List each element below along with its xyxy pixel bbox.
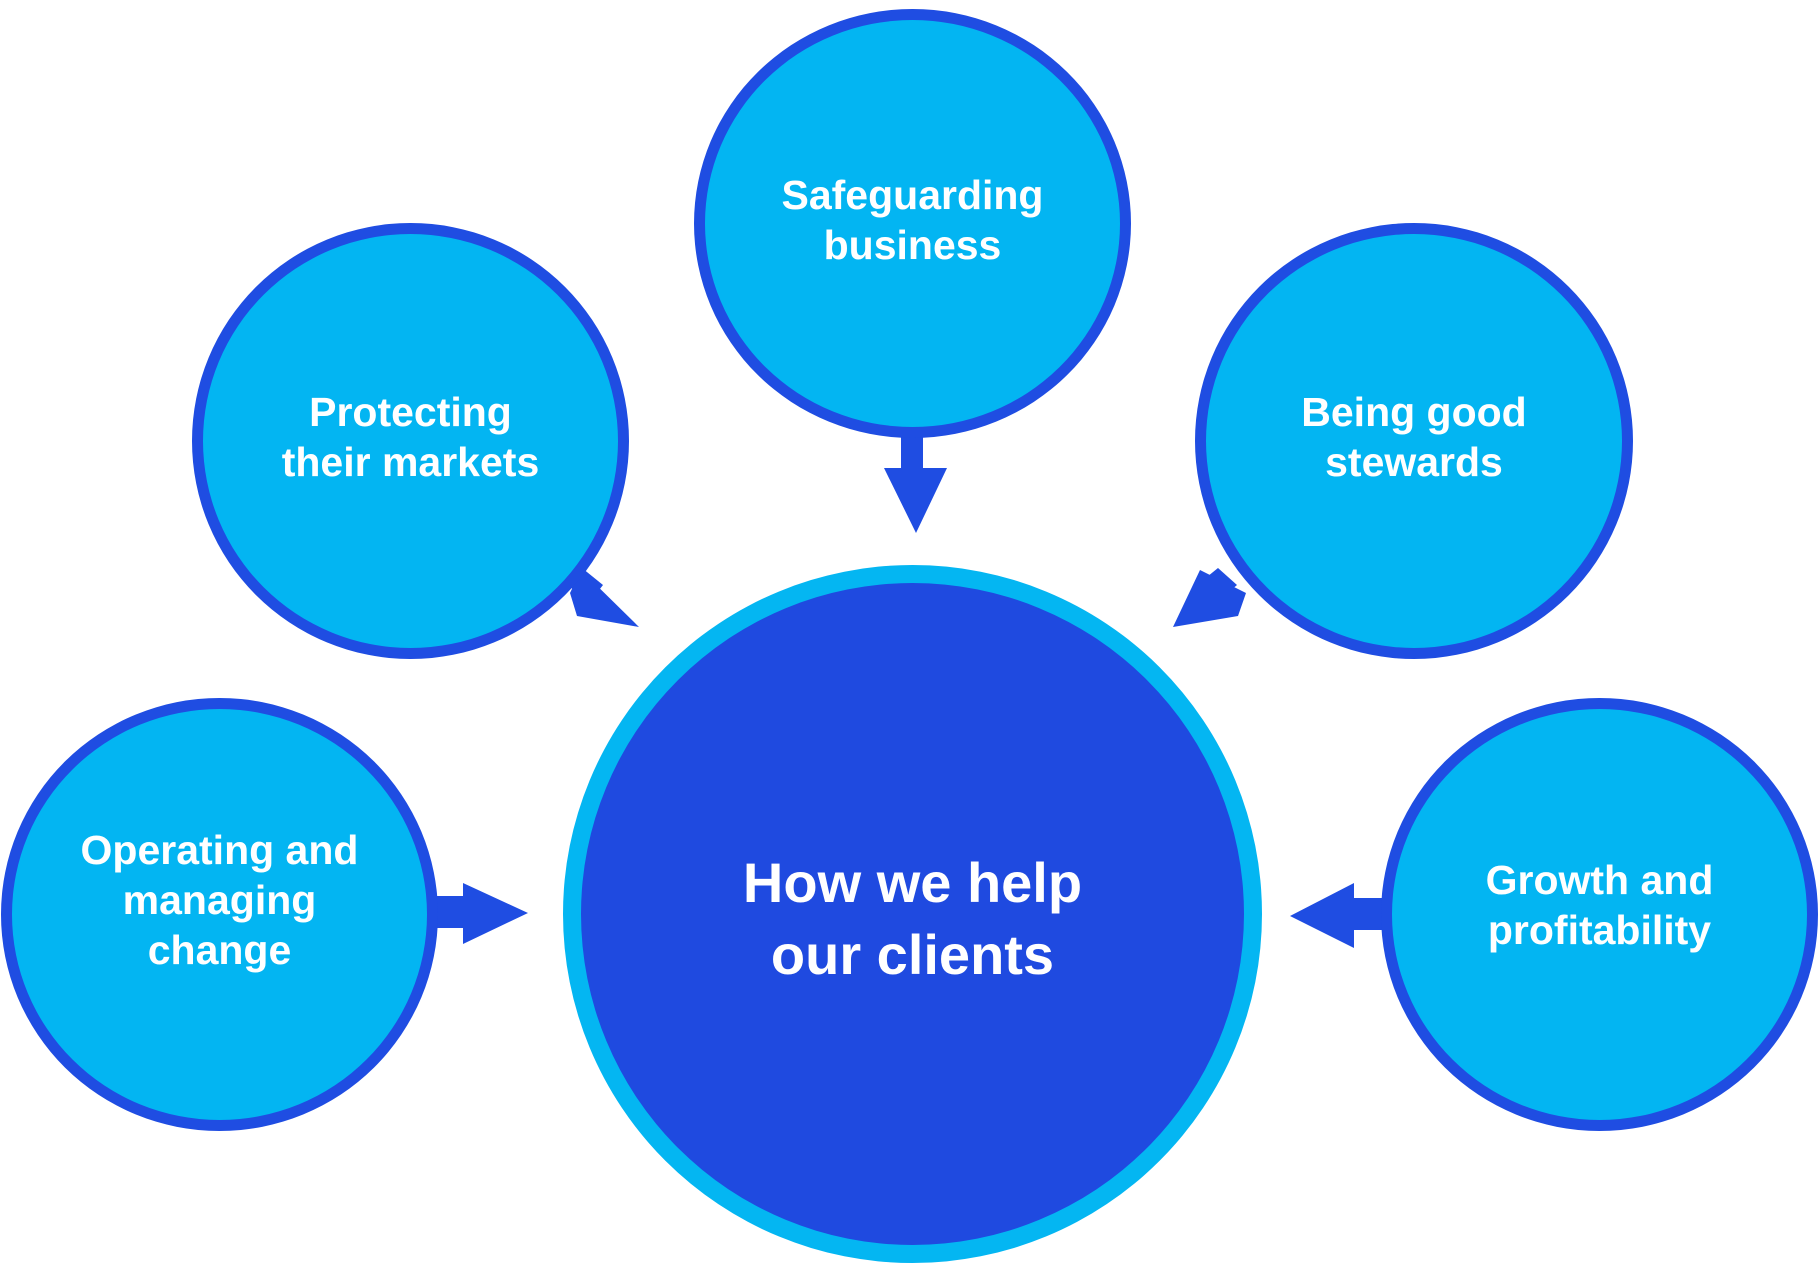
- arrow-upper-right-to-center: [1173, 570, 1246, 627]
- node-being-good-stewards: Being good stewards: [1195, 223, 1633, 659]
- node-protecting-their-markets: Protecting their markets: [192, 223, 629, 659]
- arrow-lower-left-to-center: [435, 883, 528, 944]
- node-label: Growth and profitability: [1485, 856, 1714, 953]
- node-label: Protecting their markets: [281, 389, 540, 485]
- node-label: Being good stewards: [1301, 389, 1527, 485]
- arrow-top-to-center: [884, 432, 947, 533]
- arrow-lower-right-to-center: [1290, 883, 1389, 948]
- node-operating-and-managing-change: Operating and managing change: [1, 698, 438, 1131]
- node-safeguarding-business: Safeguarding business: [694, 9, 1131, 438]
- node-growth-and-profitability: Growth and profitability: [1381, 698, 1818, 1131]
- node-label: Safeguarding business: [781, 171, 1044, 268]
- center-label: How we help our clients: [742, 851, 1083, 986]
- center-node-how-we-help: How we help our clients: [563, 565, 1262, 1263]
- node-label: Operating and managing change: [80, 826, 359, 973]
